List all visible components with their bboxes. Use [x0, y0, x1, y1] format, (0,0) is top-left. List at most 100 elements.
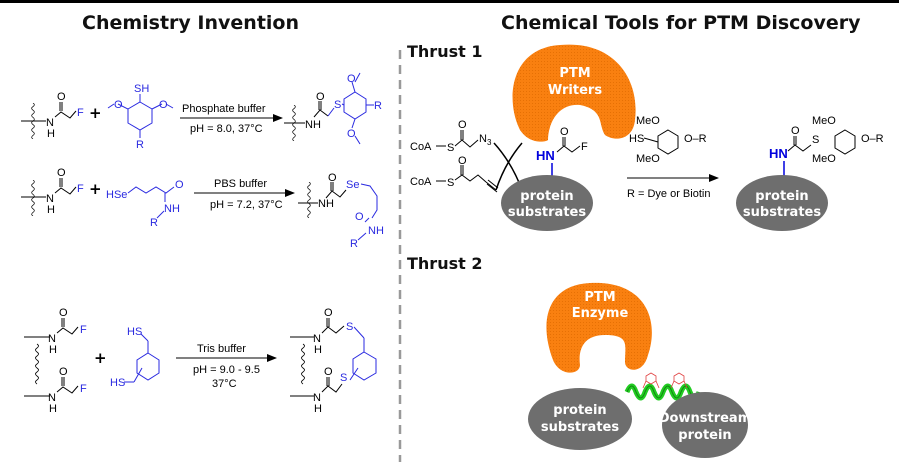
ptm-discovery-title: Chemical Tools for PTM Discovery [501, 12, 861, 34]
svg-text:HN: HN [769, 146, 788, 161]
reaction3-condition-ph: pH = 9.0 - 9.5 [193, 364, 260, 376]
atom-o: O [57, 91, 66, 103]
svg-text:O: O [791, 125, 800, 137]
coa-label-1: CoA [410, 141, 432, 153]
top-border [0, 0, 899, 3]
svg-text:substrates: substrates [508, 205, 586, 220]
svg-text:H: H [314, 344, 322, 356]
svg-text:O: O [324, 307, 333, 319]
r-group: R [136, 139, 144, 151]
reaction2-substrate: N H O F [21, 167, 84, 216]
svg-text:protein: protein [520, 189, 573, 204]
reaction1-product: NH O S O O R [284, 72, 382, 145]
svg-text:O: O [59, 366, 68, 378]
svg-text:substrates: substrates [541, 420, 619, 435]
chemistry-invention-title: Chemistry Invention [82, 12, 299, 34]
downstream-protein [662, 392, 748, 458]
svg-text:HS: HS [127, 326, 142, 338]
atom-n: N [46, 117, 54, 129]
reaction3-condition-buffer: Tris buffer [197, 343, 246, 355]
svg-text:NH: NH [305, 119, 321, 131]
reagent-meo-top: MeO [636, 115, 660, 127]
svg-text:O: O [159, 99, 168, 111]
thrust2-diagram: PTM Enzyme protein substrates Downstream… [528, 282, 752, 458]
svg-text:N: N [48, 392, 56, 404]
svg-text:HS: HS [110, 377, 125, 389]
reaction3-condition-temp: 37°C [212, 378, 237, 390]
svg-text:F: F [581, 141, 588, 153]
protein-substrates-2 [736, 175, 828, 231]
svg-text:Downstream: Downstream [659, 411, 752, 426]
svg-text:O: O [355, 211, 364, 223]
svg-text:MeO: MeO [812, 115, 836, 127]
reagent-meo-bot: MeO [636, 153, 660, 165]
reaction1-condition-ph: pH = 8.0, 37°C [190, 123, 263, 135]
plus-sign: + [89, 104, 102, 122]
svg-text:N: N [313, 392, 321, 404]
helix-peptide [624, 383, 702, 401]
thiol-sh: SH [134, 83, 149, 95]
svg-text:R: R [350, 238, 358, 250]
reaction2-condition-buffer: PBS buffer [214, 178, 267, 190]
thrust2-heading: Thrust 2 [407, 254, 483, 273]
ptm-enzyme-label-1: PTM [584, 290, 615, 305]
hn-label: HN [536, 148, 555, 163]
svg-text:protein: protein [553, 403, 606, 418]
svg-text:R: R [374, 100, 382, 112]
svg-text:O–R: O–R [861, 133, 884, 145]
svg-text:S: S [447, 177, 454, 189]
svg-text:N: N [48, 333, 56, 345]
svg-text:H: H [47, 204, 55, 216]
svg-text:S: S [340, 372, 347, 384]
azide-label: N3 [479, 133, 492, 147]
reaction2-product: NH O Se O NH R [298, 172, 384, 250]
svg-text:MeO: MeO [812, 153, 836, 165]
svg-text:protein: protein [678, 428, 731, 443]
svg-text:+: + [94, 349, 107, 367]
reaction-2: N H O F + HSe O NH R PBS buffer pH = 7.2… [21, 167, 384, 250]
protein-substrates-1 [501, 175, 593, 231]
ptm-writers-label-1: PTM [559, 66, 590, 81]
svg-text:protein: protein [755, 189, 808, 204]
svg-text:Se: Se [346, 179, 359, 191]
reaction1-reagent [107, 94, 174, 138]
svg-text:N: N [46, 193, 54, 205]
blocked-arc-2 [495, 142, 523, 191]
svg-text:O: O [114, 99, 123, 111]
svg-text:S: S [334, 99, 341, 111]
reaction3-substrate: NH O F N H O F [24, 307, 87, 415]
svg-text:H: H [49, 344, 57, 356]
reaction-3: NH O F N H O F + HS HS Tris buffer pH = … [24, 307, 377, 415]
reaction3-product: NH O S N H O S [290, 307, 377, 415]
svg-text:S: S [346, 321, 353, 333]
svg-text:O: O [347, 73, 356, 85]
svg-text:R: R [150, 217, 158, 229]
svg-text:F: F [80, 324, 87, 336]
thrust1-heading: Thrust 1 [407, 42, 483, 61]
svg-text:O: O [324, 366, 333, 378]
selenol-hse: HSe [106, 189, 127, 201]
atom-h: H [47, 128, 55, 140]
svg-text:O: O [316, 91, 325, 103]
svg-text:H: H [49, 403, 57, 415]
ptm-enzyme [546, 282, 652, 373]
svg-text:NH: NH [368, 225, 384, 237]
reaction2-condition-ph: pH = 7.2, 37°C [210, 199, 283, 211]
svg-text:S: S [447, 142, 454, 154]
svg-text:NH: NH [318, 198, 334, 210]
reagent-o-r: O–R [684, 133, 707, 145]
r-definition: R = Dye or Biotin [627, 188, 710, 200]
protein-substrates-thrust2 [528, 388, 632, 450]
svg-text:O: O [347, 128, 356, 140]
ptm-enzyme-label-2: Enzyme [572, 306, 629, 321]
reaction3-reagent [124, 333, 160, 383]
svg-text:O: O [328, 172, 337, 184]
svg-text:O: O [59, 307, 68, 319]
svg-text:O: O [560, 126, 569, 138]
atom-f: F [77, 107, 84, 119]
svg-text:O: O [57, 167, 66, 179]
svg-text:O: O [458, 119, 467, 131]
thrust1-diagram: CoA S O N3 CoA S O PTM Writers HN O F pr… [410, 44, 884, 231]
svg-text:N: N [313, 333, 321, 345]
